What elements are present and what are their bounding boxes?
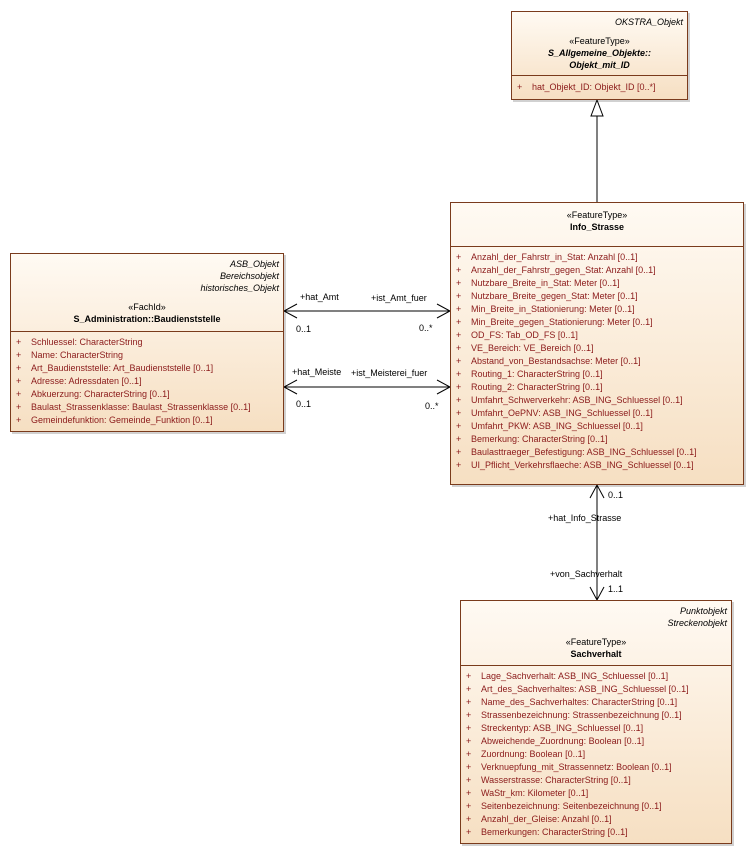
attribute-item: +Routing_1: CharacterString [0..1] bbox=[456, 369, 603, 379]
class-header: ASB_Objekt Bereichsobjekt historisches_O… bbox=[11, 254, 283, 332]
attribute-item: +Zuordnung: Boolean [0..1] bbox=[466, 749, 586, 759]
attribute-item: +Anzahl_der_Fahrstr_gegen_Stat: Anzahl [… bbox=[456, 265, 656, 275]
attribute-item: +Verknuepfung_mit_Strassennetz: Boolean … bbox=[466, 762, 672, 772]
attribute-item: +WaStr_km: Kilometer [0..1] bbox=[466, 788, 589, 798]
class-name: Sachverhalt bbox=[570, 649, 622, 659]
class-baudienststelle[interactable]: ASB_Objekt Bereichsobjekt historisches_O… bbox=[10, 253, 284, 432]
attribute-item: +Abkuerzung: CharacterString [0..1] bbox=[16, 389, 170, 399]
attribute-item: +OD_FS: Tab_OD_FS [0..1] bbox=[456, 330, 578, 340]
attribute-item: +Seitenbezeichnung: Seitenbezeichnung [0… bbox=[466, 801, 662, 811]
association-sachverhalt-arrow-top bbox=[589, 483, 605, 499]
role-label-ist-meisterei-fuer: +ist_Meisterei_fuer bbox=[351, 368, 428, 378]
class-name: Info_Strasse bbox=[569, 222, 625, 232]
attribute-item: +hat_Objekt_ID: Objekt_ID [0..*] bbox=[517, 82, 656, 92]
role-label-hat-info-strasse: +hat_Info_Strasse bbox=[548, 513, 622, 523]
class-tags: ASB_Objekt Bereichsobjekt historisches_O… bbox=[11, 254, 283, 294]
role-label-ist-amt-fuer: +ist_Amt_fuer bbox=[371, 293, 427, 303]
tag-label: ASB_Objekt bbox=[229, 259, 279, 269]
attribute-item: +Umfahrt_PKW: ASB_ING_Schluessel [0..1] bbox=[456, 421, 643, 431]
attribute-item: +Anzahl_der_Gleise: Anzahl [0..1] bbox=[466, 814, 612, 824]
attribute-item: +Name: CharacterString bbox=[16, 350, 124, 360]
attribute-item: +Baulasttraeger_Befestigung: ASB_ING_Sch… bbox=[456, 447, 697, 457]
multiplicity-label: 0..1 bbox=[296, 324, 312, 334]
attribute-item: +UI_Pflicht_Verkehrsflaeche: ASB_ING_Sch… bbox=[456, 460, 694, 470]
tag-label: OKSTRA_Objekt bbox=[614, 17, 683, 27]
attribute-item: +Bemerkung: CharacterString [0..1] bbox=[456, 434, 608, 444]
role-label-hat-meisterei: +hat_Meiste bbox=[292, 367, 342, 377]
attribute-item: +Gemeindefunktion: Gemeinde_Funktion [0.… bbox=[16, 415, 213, 425]
class-tags: Punktobjekt Streckenobjekt bbox=[461, 601, 731, 629]
class-name: S_Allgemeine_Objekte:: Objekt_mit_ID bbox=[547, 48, 652, 70]
stereotype-label: «FeatureType» bbox=[566, 210, 628, 220]
attribute-item: +Baulast_Strassenklasse: Baulast_Strasse… bbox=[16, 402, 251, 412]
attribute-list: +hat_Objekt_ID: Objekt_ID [0..*] bbox=[512, 76, 687, 94]
tag-label: Bereichsobjekt bbox=[219, 271, 279, 281]
attribute-item: +Nutzbare_Breite_gegen_Stat: Meter [0..1… bbox=[456, 291, 638, 301]
stereotype-label: «FeatureType» bbox=[565, 637, 627, 647]
multiplicity-label: 0..1 bbox=[608, 490, 624, 500]
role-label-von-sachverhalt: +von_Sachverhalt bbox=[550, 569, 623, 579]
multiplicity-label: 0..* bbox=[425, 401, 439, 411]
class-objekt-mit-id[interactable]: OKSTRA_Objekt «FeatureType» S_Allgemeine… bbox=[511, 11, 688, 100]
tag-label: historisches_Objekt bbox=[200, 283, 279, 293]
attribute-item: +Strassenbezeichnung: Strassenbezeichnun… bbox=[466, 710, 682, 720]
attribute-item: +Routing_2: CharacterString [0..1] bbox=[456, 382, 603, 392]
attribute-item: +Min_Breite_in_Stationierung: Meter [0..… bbox=[456, 304, 635, 314]
tag-label: Streckenobjekt bbox=[667, 618, 727, 628]
class-name: S_Administration::Baudienststelle bbox=[73, 314, 221, 324]
tag-label: Punktobjekt bbox=[679, 606, 727, 616]
attribute-item: +Lage_Sachverhalt: ASB_ING_Schluessel [0… bbox=[466, 671, 669, 681]
attribute-item: +Name_des_Sachverhaltes: CharacterString… bbox=[466, 697, 678, 707]
class-header: «FeatureType» Info_Strasse bbox=[451, 210, 743, 247]
stereotype-label: «FachId» bbox=[128, 302, 166, 312]
attribute-item: +Adresse: Adressdaten [0..1] bbox=[16, 376, 142, 386]
association-amt-arrow-left bbox=[282, 303, 298, 319]
generalization-arrowhead bbox=[590, 98, 604, 117]
class-header: OKSTRA_Objekt «FeatureType» S_Allgemeine… bbox=[512, 12, 687, 76]
attribute-item: +Art_Baudienststelle: Art_Baudienststell… bbox=[16, 363, 214, 373]
stereotype-label: «FeatureType» bbox=[569, 36, 630, 46]
attribute-item: +Art_des_Sachverhaltes: ASB_ING_Schluess… bbox=[466, 684, 689, 694]
association-meisterei-arrow-left bbox=[282, 379, 298, 395]
attribute-item: +Anzahl_der_Fahrstr_in_Stat: Anzahl [0..… bbox=[456, 252, 638, 262]
attribute-item: +Schluessel: CharacterString bbox=[16, 337, 143, 347]
role-label-hat-amt: +hat_Amt bbox=[300, 292, 339, 302]
attribute-list: +Anzahl_der_Fahrstr_in_Stat: Anzahl [0..… bbox=[451, 247, 743, 472]
attribute-item: +Umfahrt_Schwerverkehr: ASB_ING_Schluess… bbox=[456, 395, 683, 405]
class-tags: OKSTRA_Objekt bbox=[512, 12, 687, 28]
attribute-list: +Schluessel: CharacterString +Name: Char… bbox=[11, 332, 283, 427]
attribute-item: +Umfahrt_OePNV: ASB_ING_Schluessel [0..1… bbox=[456, 408, 653, 418]
multiplicity-label: 1..1 bbox=[608, 584, 624, 594]
attribute-item: +Abstand_von_Bestandsachse: Meter [0..1] bbox=[456, 356, 641, 366]
multiplicity-label: 0..* bbox=[419, 323, 433, 333]
class-sachverhalt[interactable]: Punktobjekt Streckenobjekt «FeatureType»… bbox=[460, 600, 732, 844]
attribute-item: +VE_Bereich: VE_Bereich [0..1] bbox=[456, 343, 594, 353]
attribute-list: +Lage_Sachverhalt: ASB_ING_Schluessel [0… bbox=[461, 666, 731, 839]
multiplicity-label: 0..1 bbox=[296, 399, 312, 409]
attribute-item: +Nutzbare_Breite_in_Stat: Meter [0..1] bbox=[456, 278, 620, 288]
attribute-item: +Bemerkungen: CharacterString [0..1] bbox=[466, 827, 628, 837]
class-header: Punktobjekt Streckenobjekt «FeatureType»… bbox=[461, 601, 731, 666]
attribute-item: +Abweichende_Zuordnung: Boolean [0..1] bbox=[466, 736, 645, 746]
attribute-item: +Min_Breite_gegen_Stationierung: Meter [… bbox=[456, 317, 653, 327]
attribute-item: +Wasserstrasse: CharacterString [0..1] bbox=[466, 775, 631, 785]
attribute-item: +Streckentyp: ASB_ING_Schluessel [0..1] bbox=[466, 723, 644, 733]
class-info-strasse[interactable]: «FeatureType» Info_Strasse +Anzahl_der_F… bbox=[450, 202, 744, 485]
